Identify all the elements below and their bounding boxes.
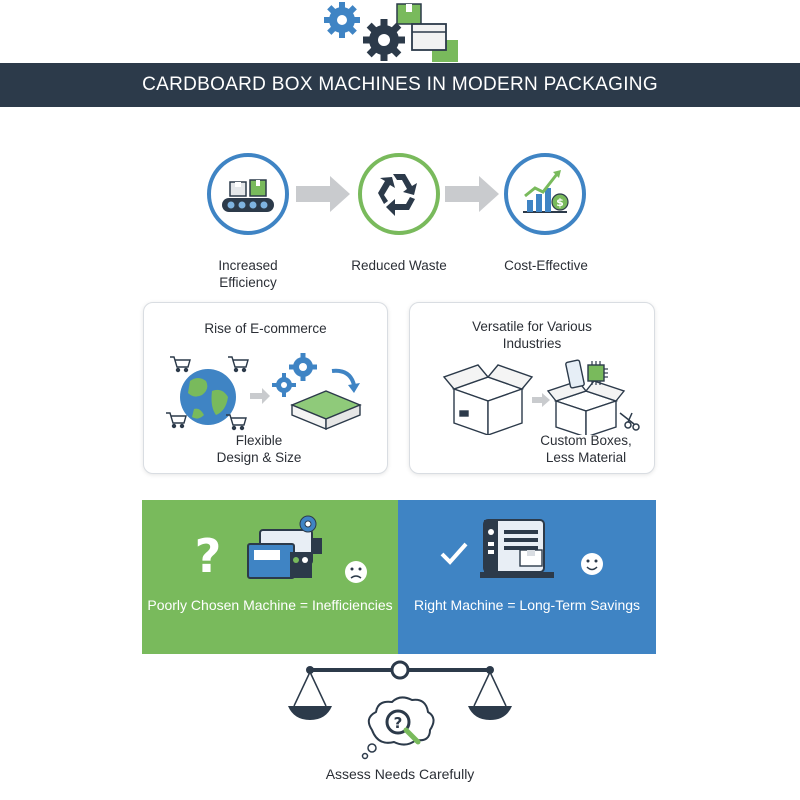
recycle-icon — [378, 174, 417, 216]
chip-icon — [587, 361, 608, 385]
machine-icon — [480, 519, 554, 578]
gear-icon — [299, 515, 317, 533]
machine-icon — [247, 529, 322, 579]
open-box-icon — [442, 364, 534, 435]
efficiency-label-line2: Efficiency — [219, 275, 277, 290]
open-box-icon — [546, 380, 626, 435]
poor-choice-text: Poorly Chosen Machine = Inefficiencies — [147, 597, 393, 613]
waste-step-icon — [357, 152, 441, 236]
ecommerce-caption-line1: Flexible — [235, 433, 283, 448]
industries-title-line2: Industries — [502, 336, 562, 351]
sad-face-icon — [345, 561, 367, 583]
ecommerce-card: Rise of E-commerce — [143, 302, 388, 474]
footer-caption: Assess Needs Carefully — [325, 766, 475, 782]
phone-icon — [565, 359, 585, 389]
box-icon — [396, 3, 458, 62]
gear-icon — [324, 2, 360, 38]
page-title: CARDBOARD BOX MACHINES IN MODERN PACKAGI… — [142, 74, 658, 95]
globe-icon — [180, 369, 236, 425]
cost-step-icon: $ — [503, 152, 587, 236]
header-icons — [322, 0, 472, 64]
scissors-icon — [619, 412, 640, 431]
gear-icon — [289, 353, 317, 381]
svg-text:?: ? — [394, 714, 403, 732]
growth-chart-icon: $ — [523, 170, 569, 213]
ecommerce-card-caption: Flexible Design & Size — [204, 432, 314, 466]
industries-card-title: Versatile for Various Industries — [410, 318, 654, 352]
arrow-right-icon — [296, 174, 352, 214]
industries-title-line1: Versatile for Various — [472, 319, 592, 334]
ecommerce-card-title: Rise of E-commerce — [204, 321, 327, 336]
poor-choice-panel: ? Poorly Chosen Machine = Inefficiencies — [142, 500, 398, 654]
box-icon — [290, 368, 362, 431]
industries-caption-line1: Custom Boxes, — [540, 433, 632, 448]
industries-caption-line2: Less Material — [545, 450, 627, 465]
right-choice-text: Right Machine = Long-Term Savings — [413, 597, 641, 613]
waste-label: Reduced Waste — [351, 258, 447, 273]
efficiency-step-icon — [206, 152, 290, 236]
efficiency-label: Increased Efficiency — [198, 257, 298, 291]
balance-scale-icon: ? — [288, 660, 512, 760]
svg-text:$: $ — [556, 196, 564, 209]
industries-card: Versatile for Various Industries — [409, 302, 655, 474]
industries-card-caption: Custom Boxes, Less Material — [516, 432, 656, 466]
gear-icon — [363, 19, 405, 61]
shopping-cart-icon — [166, 356, 249, 431]
conveyor-belt-icon — [222, 179, 274, 212]
efficiency-label-line1: Increased — [218, 258, 278, 273]
checkmark-icon — [440, 542, 468, 565]
gear-icon — [272, 373, 296, 397]
arrow-right-icon — [445, 174, 501, 214]
title-banner: CARDBOARD BOX MACHINES IN MODERN PACKAGI… — [0, 63, 800, 107]
ecommerce-caption-line2: Design & Size — [216, 450, 302, 465]
happy-face-icon — [581, 553, 603, 575]
magnifier-icon: ? — [385, 709, 421, 745]
cost-label: Cost-Effective — [504, 258, 588, 273]
right-choice-panel: Right Machine = Long-Term Savings — [398, 500, 656, 654]
question-mark-icon: ? — [195, 529, 222, 583]
